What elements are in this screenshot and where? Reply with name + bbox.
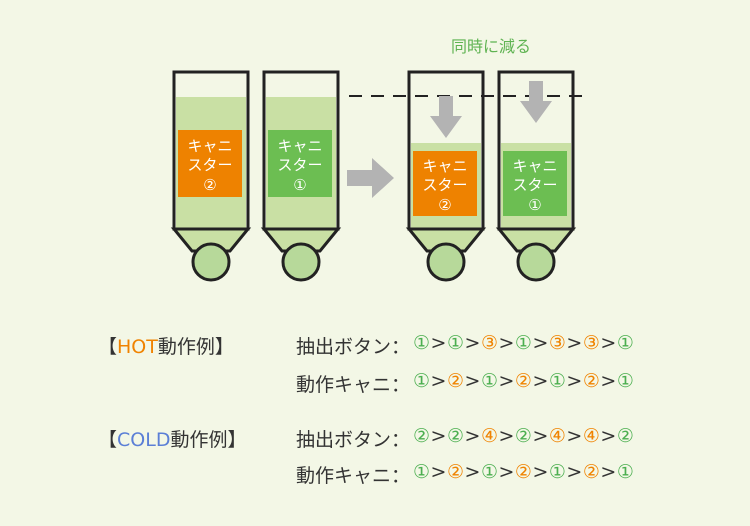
sequence-separator: > — [566, 370, 583, 392]
sequence-separator: > — [600, 370, 617, 392]
sequence-step: ① — [413, 332, 431, 354]
annotation-label: 同時に減る — [451, 37, 531, 56]
sequence-step: ① — [616, 461, 635, 483]
canister-after-2: キャニ スター ② — [405, 70, 487, 282]
sequence-separator: > — [498, 461, 515, 483]
sequence-separator: > — [430, 332, 447, 354]
canister-number: ① — [293, 176, 306, 194]
sequence-separator: > — [532, 461, 549, 483]
canister-after-1: キャニ スター ① — [495, 70, 577, 282]
sequence-step: ③ — [548, 332, 567, 354]
sequence-step: ② — [582, 461, 601, 483]
canister-label-box — [178, 130, 242, 197]
ball — [281, 242, 321, 282]
sequence-step: ① — [548, 461, 567, 483]
cold-mode-label: COLD — [117, 429, 171, 451]
ball — [516, 242, 556, 282]
sequence-step: ② — [446, 370, 465, 392]
hot-button-label: 抽出ボタン： — [296, 336, 411, 358]
canister-label-line2: スター — [512, 176, 557, 194]
sequence-separator: > — [464, 370, 481, 392]
sequence-separator: > — [566, 332, 583, 354]
sequence-separator: > — [430, 370, 447, 392]
cold-canister-sequence: ①>②>①>②>①>②>① — [413, 461, 634, 483]
canister-label-line1: キャニ — [512, 157, 557, 175]
canister-label-line2: スター — [277, 156, 322, 174]
canister-label-box — [268, 130, 332, 197]
sequence-separator: > — [532, 370, 549, 392]
sequence-separator: > — [464, 461, 481, 483]
canister-diagram: 同時に減る キャニ スター ② キャニ スター ① キャニ スター ② — [170, 37, 586, 282]
sequence-step: ① — [413, 461, 431, 483]
sequence-separator: > — [600, 461, 617, 483]
sequence-step: ④ — [582, 425, 601, 447]
hot-button-sequence: ①>①>③>①>③>③>① — [413, 332, 634, 354]
canister-label-line1: キャニ — [277, 137, 322, 155]
sequence-step: ② — [446, 461, 465, 483]
sequence-separator: > — [532, 425, 549, 447]
sequence-step: ② — [514, 425, 533, 447]
sequence-separator: > — [600, 332, 617, 354]
sequence-step: ③ — [582, 332, 601, 354]
canister-number: ② — [203, 176, 216, 194]
sequence-step: ① — [480, 370, 499, 392]
ball — [191, 242, 231, 282]
canister-number: ② — [438, 196, 451, 214]
sequence-step: ① — [548, 370, 567, 392]
sequence-step: ④ — [480, 425, 499, 447]
cold-canister-label: 動作キャニ： — [296, 465, 411, 487]
cold-button-label: 抽出ボタン： — [296, 429, 411, 451]
sequence-separator: > — [532, 332, 549, 354]
canister-label-box — [413, 151, 477, 216]
sequence-separator: > — [464, 332, 481, 354]
sequence-separator: > — [566, 461, 583, 483]
sequence-step: ② — [514, 370, 533, 392]
ball — [426, 242, 466, 282]
sequence-step: ④ — [548, 425, 567, 447]
canister-before-1: キャニ スター ① — [260, 70, 342, 282]
sequence-step: ① — [616, 370, 635, 392]
cold-button-sequence: ②>②>④>②>④>④>② — [413, 425, 634, 447]
canister-before-2: キャニ スター ② — [170, 70, 252, 282]
sequence-separator: > — [430, 425, 447, 447]
sequence-step: ① — [616, 332, 635, 354]
sequence-step: ③ — [480, 332, 499, 354]
sequence-step: ① — [480, 461, 499, 483]
sequence-step: ② — [413, 425, 431, 447]
canister-label-box — [503, 151, 567, 216]
sequence-separator: > — [464, 425, 481, 447]
canister-number: ① — [528, 196, 541, 214]
sequence-separator: > — [498, 370, 515, 392]
sequence-step: ② — [446, 425, 465, 447]
canister-label-line1: キャニ — [422, 157, 467, 175]
decrease-arrow-icon — [430, 96, 462, 138]
sequence-separator: > — [498, 332, 515, 354]
decrease-arrow-icon — [520, 81, 552, 123]
hot-mode-label: HOT — [117, 336, 158, 358]
sequence-step: ② — [616, 425, 635, 447]
canister-label-line1: キャニ — [187, 137, 232, 155]
sequence-separator: > — [600, 425, 617, 447]
hot-canister-label: 動作キャニ： — [296, 374, 411, 396]
canister-label-line2: スター — [187, 156, 232, 174]
sequence-separator: > — [498, 425, 515, 447]
sequence-step: ① — [413, 370, 431, 392]
sequence-step: ② — [514, 461, 533, 483]
sequence-step: ① — [446, 332, 465, 354]
cold-heading: 【COLD動作例】 — [98, 429, 247, 451]
transition-arrow-icon — [347, 158, 394, 198]
sequence-separator: > — [566, 425, 583, 447]
hot-heading: 【HOT動作例】 — [98, 336, 234, 358]
hot-canister-sequence: ①>②>①>②>①>②>① — [413, 370, 634, 392]
canister-label-line2: スター — [422, 176, 467, 194]
sequence-step: ② — [582, 370, 601, 392]
sequence-step: ① — [514, 332, 533, 354]
sequence-separator: > — [430, 461, 447, 483]
